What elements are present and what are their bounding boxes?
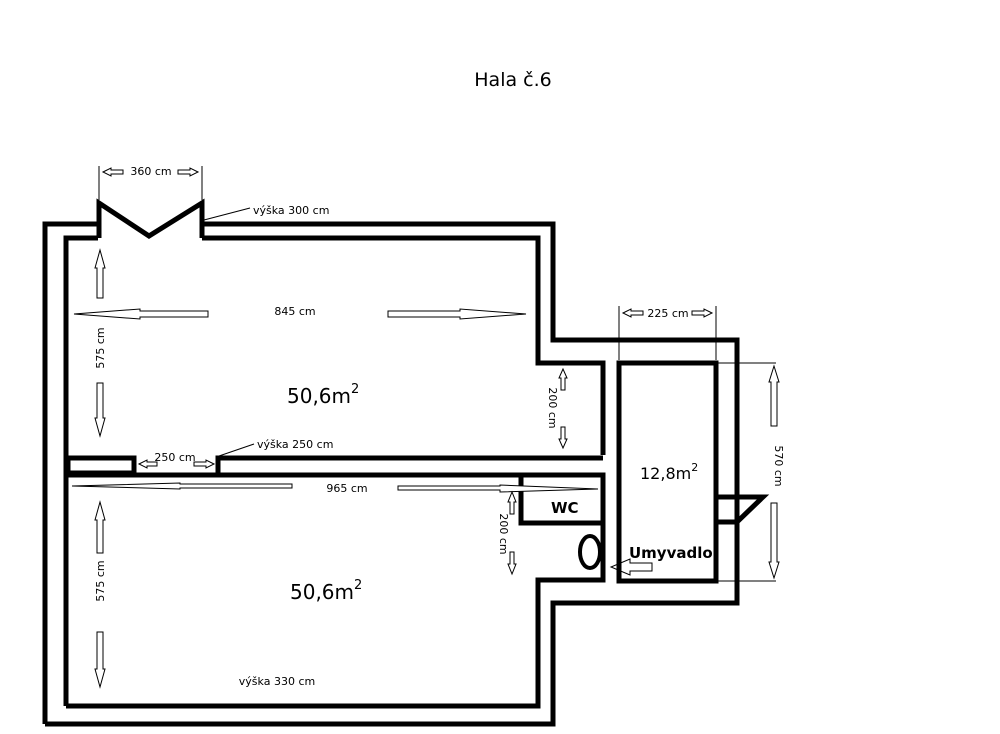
door-width-label: 360 cm [130,165,171,178]
bottom-room-width-dimension: 965 cm [71,482,599,495]
side-room-depth-label: 570 cm [772,445,785,486]
side-room-width-label: 225 cm [647,307,688,320]
door-width-dimension: 360 cm [98,165,203,200]
bottom-height-label: výška 330 cm [239,675,315,688]
bottom-room-depth-dimension: 575 cm [94,500,107,689]
top-room-depth-label: 575 cm [94,327,107,368]
door-height-callout: výška 300 cm [203,204,329,221]
wc-room: WC [518,472,606,526]
sink-icon [578,534,602,570]
niche-depth-label: 200 cm [546,387,559,428]
partition-height-label: výška 250 cm [257,438,333,451]
bottom-room-area: 50,6m2 [290,578,362,604]
side-room-width-dimension: 225 cm [618,306,717,360]
side-room: 12,8m2 [616,360,770,584]
sink: Umyvadlo [578,534,713,576]
side-room-area: 12,8m2 [640,461,698,483]
top-room-width-dimension: 845 cm [73,305,527,320]
partition-gap-dimension: 250 cm [137,451,216,469]
bottom-room-depth-label: 575 cm [94,560,107,601]
wc-depth-dimension: 200 cm [497,490,517,576]
garage-door [96,198,205,239]
wc-label: WC [551,499,579,517]
niche-depth-dimension: 200 cm [546,367,568,450]
sink-label: Umyvadlo [629,544,713,562]
top-room-area: 50,6m2 [287,382,359,408]
bottom-room-width-label: 965 cm [326,482,367,495]
top-room-depth-dimension: 575 cm [94,248,107,438]
wc-depth-label: 200 cm [497,513,510,554]
outer-walls [42,221,740,727]
partition-wall [65,455,603,476]
partition-height-callout: výška 250 cm [218,438,333,457]
side-room-depth-dimension: 570 cm [718,362,785,582]
partition-gap-label: 250 cm [154,451,195,464]
plan-title: Hala č.6 [474,69,551,91]
door-height-label: výška 300 cm [253,204,329,217]
top-room-width-label: 845 cm [274,305,315,318]
